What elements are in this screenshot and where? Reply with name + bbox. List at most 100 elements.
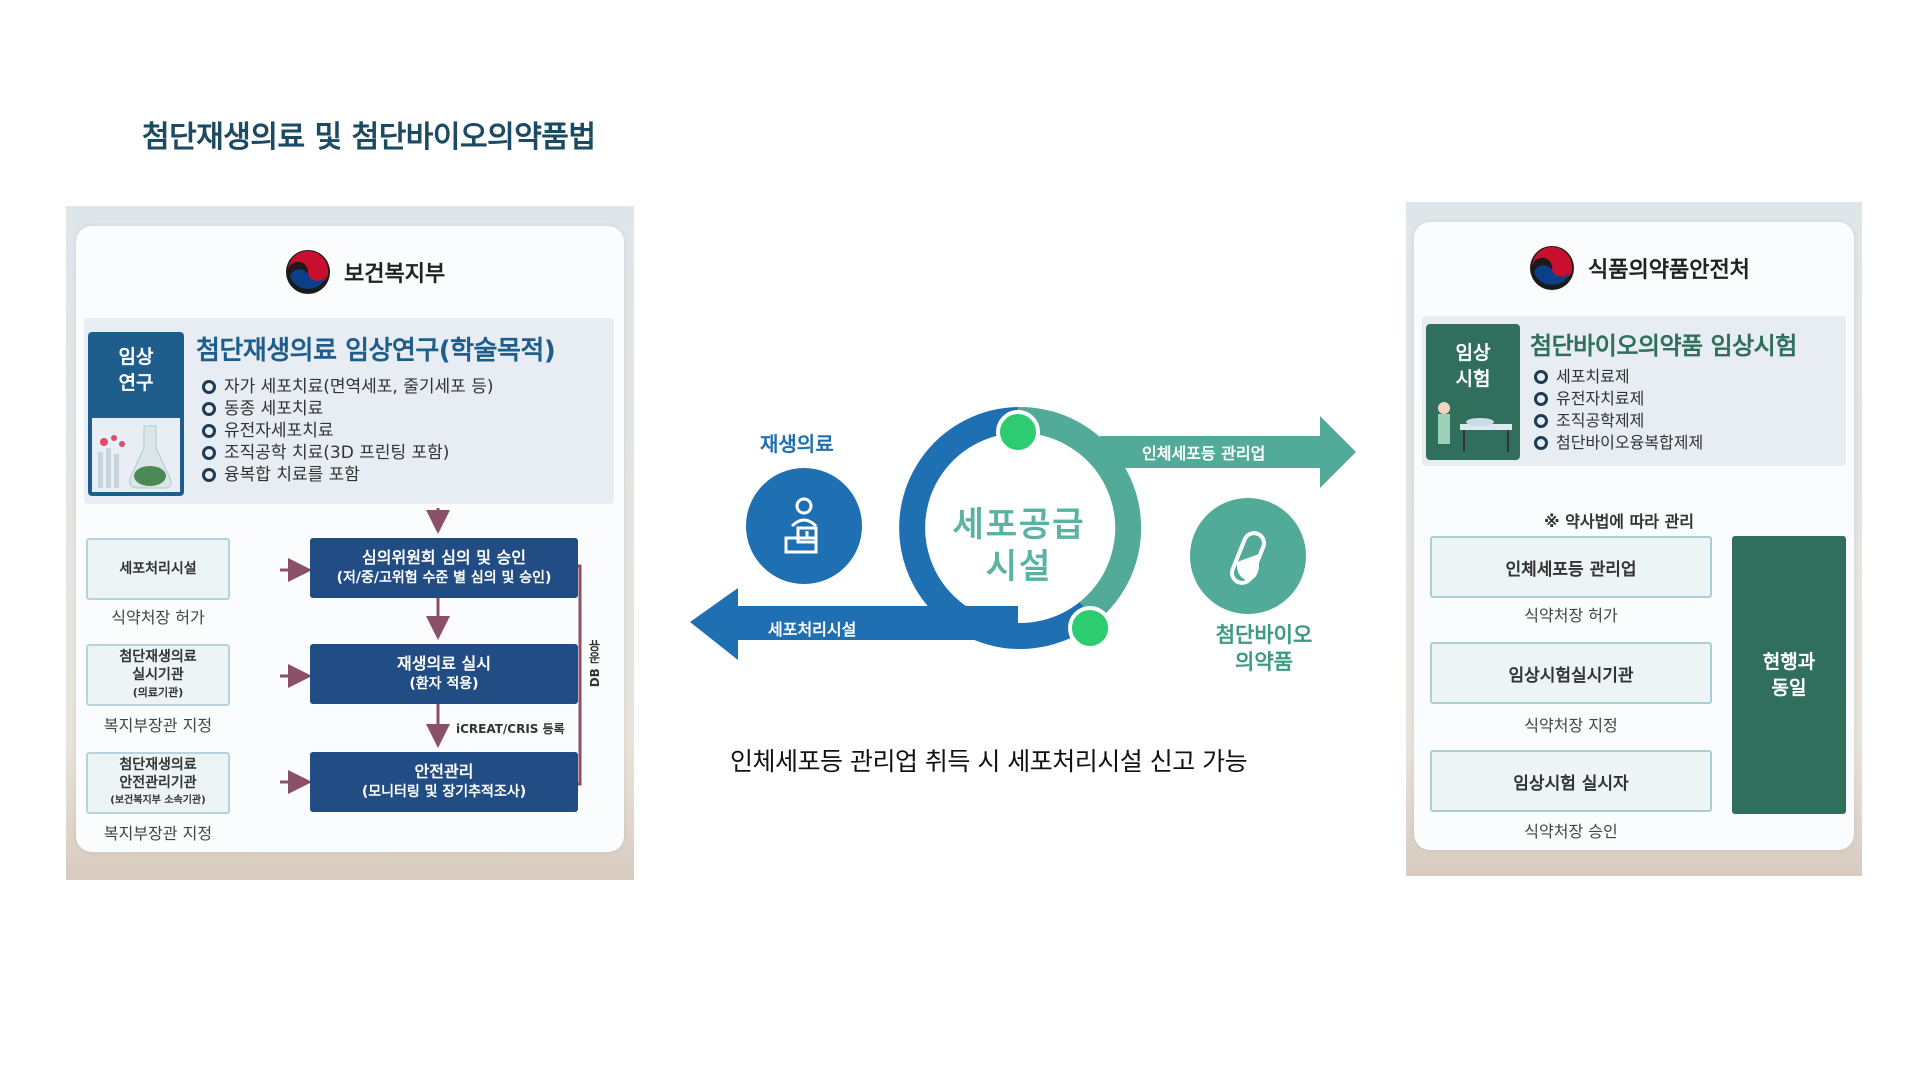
hospital-bed-icon <box>1430 396 1516 456</box>
bullet-ring-icon <box>1534 436 1548 450</box>
bullet-item: 세포치료제 <box>1534 366 1703 388</box>
flow-box-sub: (환자 적용) <box>409 676 479 692</box>
clinical-study-box: 임상 연구 첨단재생의료 임상연구(학술목적) 자가 세포치료(면역세포, 줄기… <box>84 318 614 504</box>
mfds-panel: 식품의약품안전처 임상 시험 첨단바이오의약품 임상시험 세포치료제 유전자치료… <box>1406 202 1862 876</box>
box-note: 식약처장 지정 <box>1524 716 1618 735</box>
regen-circle <box>746 468 862 584</box>
bio-drug-circle <box>1190 498 1306 614</box>
side-tag-clinical-trial: 임상 시험 <box>1426 324 1520 460</box>
box-label: 첨단재생의료 실시기관 <box>119 649 197 683</box>
human-cell-management-box: 인체세포등 관리업 <box>1430 536 1712 598</box>
bullet-text: 융복합 치료를 포함 <box>224 465 360 485</box>
mohw-header: 보건복지부 <box>284 248 445 296</box>
side-tag-label: 임상 연구 <box>118 346 154 394</box>
bullet-text: 세포치료제 <box>1556 367 1630 386</box>
cell-supply-diagram <box>690 406 1356 660</box>
clinical-trial-box: 임상 시험 첨단바이오의약품 임상시험 세포치료제 유전자치료제 조직공학제제 … <box>1422 316 1846 466</box>
footer-note: 인체세포등 관리업 취득 시 세포처리시설 신고 가능 <box>730 747 1248 776</box>
trial-sponsor-box: 임상시험 실시자 <box>1430 750 1712 812</box>
regen-practice-box: 재생의료 실시 (환자 적용) <box>310 644 578 704</box>
flow-box-sub: (모니터링 및 장기추적조사) <box>361 784 527 800</box>
registry-label: iCREAT/CRIS 등록 <box>456 722 565 736</box>
same-as-current-label: 현행과 동일 <box>1762 651 1816 699</box>
box-note: 식약처장 허가 <box>1524 606 1618 625</box>
bullet-ring-icon <box>202 380 216 394</box>
bullet-ring-icon <box>1534 392 1548 406</box>
clinical-trial-title: 첨단바이오의약품 임상시험 <box>1530 332 1797 360</box>
trial-institution-box: 임상시험실시기관 <box>1430 642 1712 704</box>
flow-box-title: 재생의료 실시 <box>397 654 491 673</box>
safety-management-box: 안전관리 (모니터링 및 장기추적조사) <box>310 752 578 812</box>
bullet-text: 조직공학 치료(3D 프린팅 포함) <box>224 443 450 463</box>
mohw-card: 보건복지부 임상 연구 첨단재생의료 임상연구(학술목적) 자가 세포치료(면역… <box>76 226 624 852</box>
bullet-item: 첨단바이오융복합제제 <box>1534 432 1703 454</box>
box-label: 임상시험실시기관 <box>1508 665 1634 686</box>
bullet-item: 유전자세포치료 <box>202 420 493 442</box>
bullet-ring-icon <box>202 468 216 482</box>
bullet-ring-icon <box>202 402 216 416</box>
cell-processing-facility-box: 세포처리시설 <box>86 538 230 600</box>
same-as-current-box: 현행과 동일 <box>1732 536 1846 814</box>
hub-line-1: 세포공급 <box>952 505 1086 545</box>
side-tag-label: 임상 시험 <box>1455 342 1491 390</box>
taegeuk-emblem-icon <box>286 250 330 294</box>
bio-label-line-1: 첨단바이오 <box>1215 623 1313 647</box>
mfds-card: 식품의약품안전처 임상 시험 첨단바이오의약품 임상시험 세포치료제 유전자치료… <box>1414 222 1854 850</box>
box-sublabel: (의료기관) <box>132 686 184 699</box>
box-note: 복지부장관 지정 <box>103 716 213 735</box>
mfds-name: 식품의약품안전처 <box>1588 258 1750 283</box>
box-note: 식약처장 승인 <box>1524 822 1618 841</box>
green-node-bottom <box>1068 606 1112 650</box>
doctor-icon <box>784 497 818 554</box>
regen-institution-box: 첨단재생의료 실시기관 (의료기관) <box>86 644 230 706</box>
bullet-item: 자가 세포치료(면역세포, 줄기세포 등) <box>202 376 493 398</box>
box-label: 첨단재생의료 안전관리기관 <box>119 757 197 791</box>
clinical-trial-bullets: 세포치료제 유전자치료제 조직공학제제 첨단바이오융복합제제 <box>1534 366 1703 454</box>
bullet-item: 융복합 치료를 포함 <box>202 464 493 486</box>
page-title: 첨단재생의료 및 첨단바이오의약품법 <box>142 120 596 155</box>
bio-drug-label: 첨단바이오 의약품 <box>1194 622 1334 676</box>
flow-box-sub: (저/중/고위험 수준 별 심의 및 승인) <box>336 570 552 586</box>
ring-blue-segment <box>899 407 1097 649</box>
arrow-right-shape <box>1100 416 1356 488</box>
bullet-item: 조직공학 치료(3D 프린팅 포함) <box>202 442 493 464</box>
db-share-label: DB 공유 <box>588 640 602 688</box>
mohw-name: 보건복지부 <box>344 262 446 287</box>
clinical-study-title: 첨단재생의료 임상연구(학술목적) <box>196 336 556 366</box>
lab-flask-icon <box>92 418 180 492</box>
ring-teal-segment <box>1017 406 1142 623</box>
bullet-text: 자가 세포치료(면역세포, 줄기세포 등) <box>224 377 494 397</box>
clinical-study-bullets: 자가 세포치료(면역세포, 줄기세포 등) 동종 세포치료 유전자세포치료 조직… <box>202 376 493 486</box>
mohw-panel: 보건복지부 임상 연구 첨단재생의료 임상연구(학술목적) 자가 세포치료(면역… <box>66 206 634 880</box>
flow-box-title: 안전관리 <box>414 762 474 781</box>
bullet-text: 동종 세포치료 <box>224 399 324 419</box>
box-note: 식약처장 허가 <box>111 608 205 627</box>
bullet-item: 조직공학제제 <box>1534 410 1703 432</box>
flow-box-title: 심의위원회 심의 및 승인 <box>362 548 526 567</box>
arrow-left-label: 세포처리시설 <box>768 620 857 639</box>
box-note: 복지부장관 지정 <box>103 824 213 843</box>
safety-agency-box: 첨단재생의료 안전관리기관 (보건복지부 소속기관) <box>86 752 230 814</box>
pharm-law-note: ※ 약사법에 따라 관리 <box>1544 512 1695 531</box>
bullet-ring-icon <box>1534 370 1548 384</box>
green-node-top <box>996 410 1040 454</box>
hub-line-2: 시설 <box>985 547 1053 587</box>
bullet-ring-icon <box>1534 414 1548 428</box>
regen-medicine-label: 재생의료 <box>760 432 834 456</box>
bullet-ring-icon <box>202 424 216 438</box>
box-label: 인체세포등 관리업 <box>1505 559 1637 580</box>
bullet-text: 유전자세포치료 <box>224 421 334 441</box>
bullet-item: 동종 세포치료 <box>202 398 493 420</box>
taegeuk-emblem-icon <box>1530 246 1574 290</box>
committee-review-box: 심의위원회 심의 및 승인 (저/중/고위험 수준 별 심의 및 승인) <box>310 538 578 598</box>
arrow-right-label: 인체세포등 관리업 <box>1142 444 1266 463</box>
bio-label-line-2: 의약품 <box>1235 650 1293 674</box>
bullet-text: 첨단바이오융복합제제 <box>1556 433 1704 452</box>
bullet-ring-icon <box>202 446 216 460</box>
bullet-text: 유전자치료제 <box>1556 389 1645 408</box>
bullet-text: 조직공학제제 <box>1556 411 1645 430</box>
mfds-header: 식품의약품안전처 <box>1528 244 1750 292</box>
hub-label: 세포공급 시설 <box>944 504 1094 588</box>
bullet-item: 유전자치료제 <box>1534 388 1703 410</box>
box-label: 임상시험 실시자 <box>1513 773 1629 794</box>
